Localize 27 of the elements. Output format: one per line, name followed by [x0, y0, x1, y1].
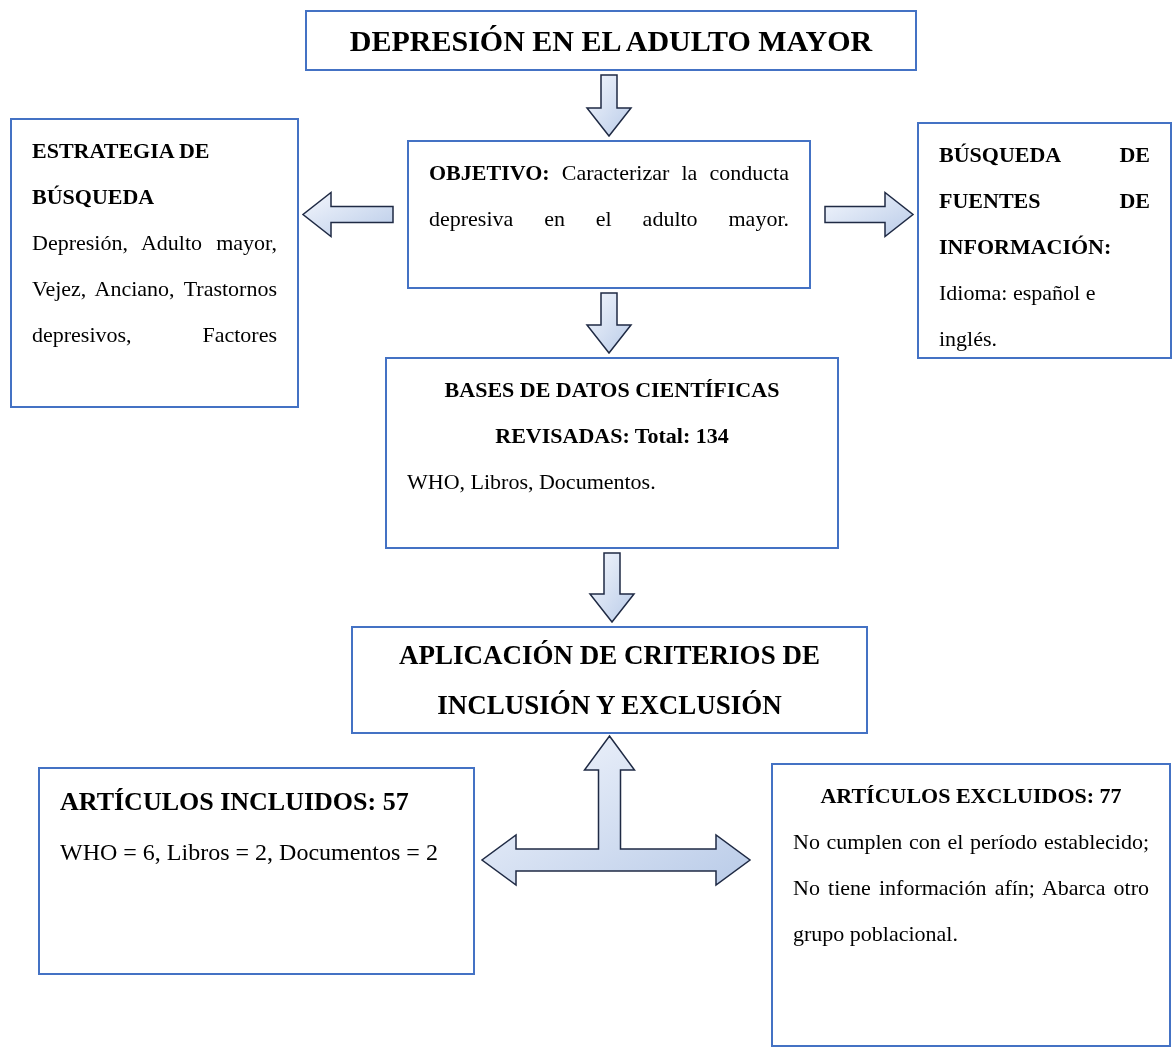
box-text: Idioma: español e inglés.: [939, 279, 1097, 353]
t-block-arrow: [480, 734, 752, 887]
box-text: No cumplen con el período establecido; No tiene información afín; Abarca otro grupo poblacional.: [793, 828, 1149, 948]
block-arrow: [824, 190, 915, 239]
box-text: WHO, Libros, Documentos.: [407, 468, 657, 496]
process-box: [407, 140, 811, 289]
box-text: WHO = 6, Libros = 2, Documentos = 2: [60, 838, 439, 867]
process-box: [351, 626, 868, 734]
box-text: DEPRESIÓN EN EL ADULTO MAYOR: [349, 22, 873, 59]
process-box: [771, 763, 1171, 1047]
process-box: [305, 10, 917, 71]
block-arrow: [585, 74, 633, 138]
process-box: [385, 357, 839, 549]
box-text: Depresión, Adulto mayor, Vejez, Anciano, Trastornos depresivos, Factores: [32, 229, 277, 349]
block-arrow: [585, 292, 633, 355]
box-text: APLICACIÓN DE CRITERIOS DE INCLUSIÓN Y EXCLUSIÓN: [398, 639, 821, 722]
box-heading: BÚSQUEDA DE FUENTES DE INFORMACIÓN:: [939, 141, 1150, 261]
box-heading: BASES DE DATOS CIENTÍFICAS REVISADAS: Total: 134: [443, 376, 781, 450]
process-box: [917, 122, 1172, 359]
process-box: [38, 767, 475, 975]
box-heading: ESTRATEGIA DE BÚSQUEDA: [32, 137, 211, 211]
box-heading: ARTÍCULOS INCLUIDOS: 57: [60, 786, 410, 818]
box-text: OBJETIVO: Caracterizar la conducta depresiva en el adulto mayor.: [429, 159, 789, 233]
process-box: [10, 118, 299, 408]
block-arrow: [301, 190, 394, 239]
box-heading: ARTÍCULOS EXCLUIDOS: 77: [819, 782, 1123, 810]
block-arrow: [588, 552, 636, 624]
